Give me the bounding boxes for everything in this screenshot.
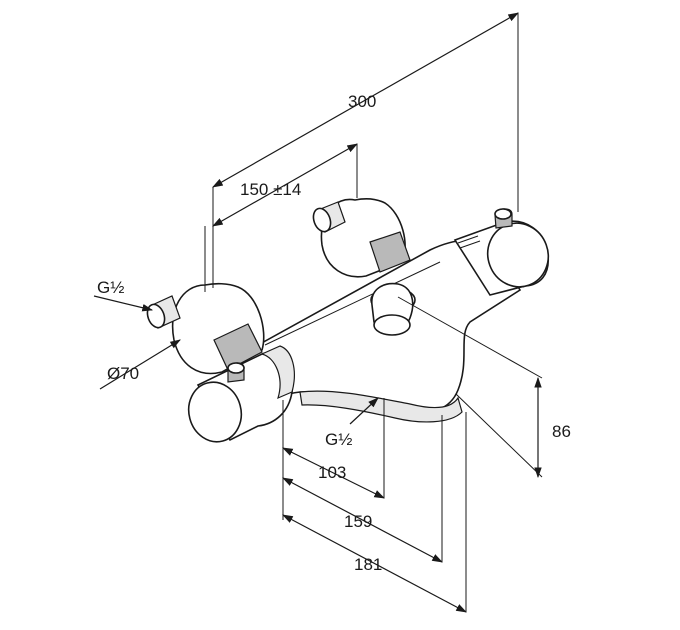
- label-g-outlet: G½: [325, 430, 352, 449]
- dimension-labels: 300 150 ±14 G½ Ø70 G½ 103 159 181 86: [97, 92, 571, 574]
- left-handle-band: [260, 345, 295, 400]
- dim-g-outlet-arrow: [349, 397, 379, 425]
- spout-underside: [299, 390, 463, 423]
- diverter-top: [373, 314, 411, 336]
- label-181: 181: [354, 555, 382, 574]
- dim-86-ext-top: [397, 296, 543, 379]
- label-150: 150 ±14: [240, 180, 301, 199]
- dim-g-inlet-arrow: [93, 295, 154, 312]
- label-g-inlet: G½: [97, 278, 124, 297]
- label-159: 159: [344, 512, 372, 531]
- rear-collar: [369, 231, 411, 273]
- left-pin-cap: [227, 362, 245, 374]
- dim-150-line: [212, 143, 358, 227]
- right-knob-cap: [494, 208, 512, 220]
- dimension-lines: [93, 12, 543, 613]
- dim-d70-arrow: [99, 339, 181, 390]
- label-86: 86: [552, 422, 571, 441]
- label-300: 300: [348, 92, 376, 111]
- label-103: 103: [318, 463, 346, 482]
- body-highlight: [264, 261, 441, 346]
- faucet-body: [146, 197, 550, 443]
- dim-86-ext-bottom: [455, 393, 543, 478]
- label-d70: Ø70: [107, 364, 139, 383]
- dim-181-line: [282, 514, 467, 613]
- front-collar: [213, 323, 263, 371]
- left-handle-face: [187, 381, 243, 443]
- grip-marks: [457, 235, 481, 249]
